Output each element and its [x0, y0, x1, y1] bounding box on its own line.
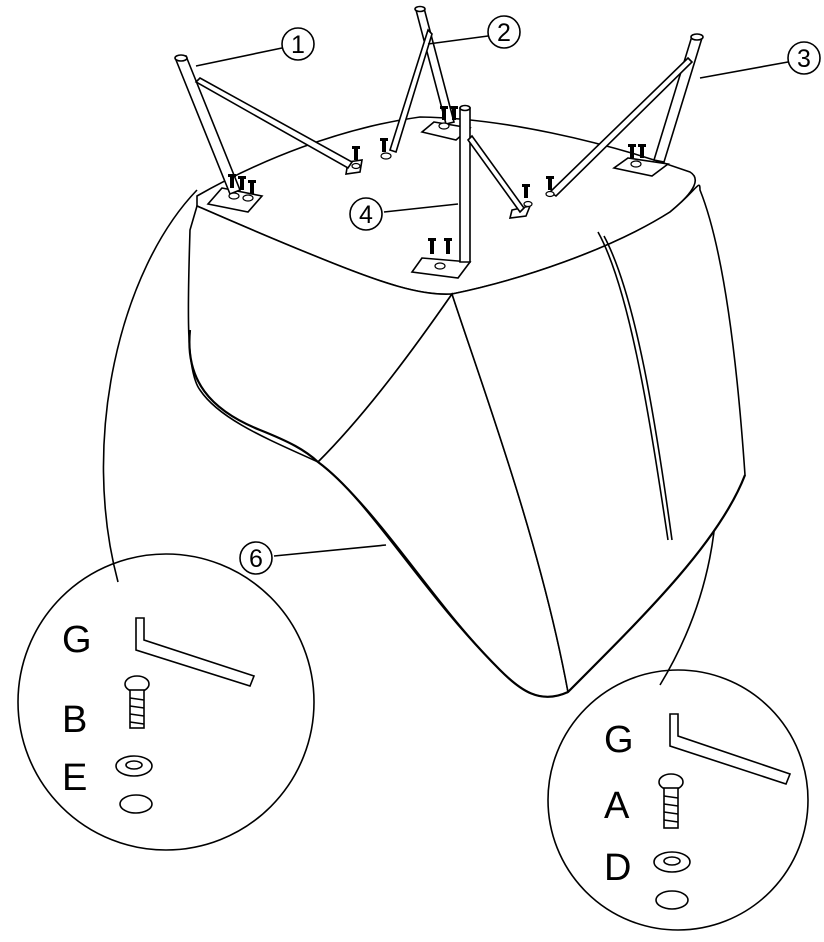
screw-bolt-icon — [658, 773, 684, 829]
leader-3 — [699, 61, 789, 79]
mounting-plates — [206, 121, 671, 279]
washer-icon — [653, 851, 691, 873]
left-bolt-label: B — [62, 699, 87, 741]
callout-3: 3 — [787, 41, 821, 75]
left-washer-label: E — [62, 757, 87, 799]
right-inset-circle — [547, 669, 809, 931]
leg-3-tube — [652, 35, 704, 163]
leg-1-brace — [194, 77, 354, 170]
callout-6-label: 6 — [249, 545, 263, 573]
callout-4-label: 4 — [359, 201, 373, 229]
screws — [228, 106, 646, 254]
callout-3-label: 3 — [797, 45, 811, 73]
washers — [228, 122, 642, 270]
leg-1-cap — [174, 54, 188, 62]
seat-seam — [597, 231, 669, 541]
callout-1: 1 — [281, 27, 315, 61]
hole-icon — [119, 794, 153, 814]
detail-circle-left-arc — [102, 189, 198, 583]
screw-bolt-icon — [124, 675, 150, 729]
leader-4 — [383, 203, 459, 213]
left-hardware-inset: G B E — [17, 553, 315, 851]
callout-4: 4 — [349, 197, 383, 231]
callout-leaders — [195, 35, 789, 557]
right-hardware-inset: G A D — [547, 669, 809, 931]
legs — [174, 5, 704, 263]
right-bolt-label: A — [604, 785, 630, 827]
plate-back — [420, 121, 472, 141]
plate-right — [612, 157, 671, 177]
allen-key-icon — [135, 617, 256, 687]
leader-6 — [273, 544, 387, 557]
leg-3-brace — [548, 56, 694, 198]
leg-4-brace — [466, 134, 526, 214]
seat-bottom-contour — [188, 329, 747, 698]
leg-4-tube — [459, 107, 471, 263]
right-washer-label: D — [604, 847, 631, 889]
seat-seam-inner — [603, 235, 673, 541]
leg-2-brace — [388, 28, 433, 154]
leg-1-tube — [174, 54, 242, 196]
plate-left — [206, 187, 264, 213]
allen-key-icon — [669, 713, 792, 785]
left-inset-circle — [17, 553, 315, 851]
leg-3-cap — [690, 33, 704, 41]
callout-2-label: 2 — [497, 19, 511, 47]
right-tool-label: G — [604, 719, 634, 761]
leader-1 — [195, 47, 283, 67]
leader-2 — [427, 35, 489, 45]
callout-1-label: 1 — [291, 31, 305, 59]
callout-2: 2 — [487, 15, 521, 49]
left-tool-label: G — [62, 619, 92, 661]
leg-4-cap — [459, 104, 471, 112]
seat-right-panel — [450, 184, 746, 694]
hole-icon — [655, 890, 689, 910]
leg-2-cap — [414, 5, 426, 13]
washer-icon — [115, 755, 153, 777]
callout-6: 6 — [239, 541, 273, 575]
